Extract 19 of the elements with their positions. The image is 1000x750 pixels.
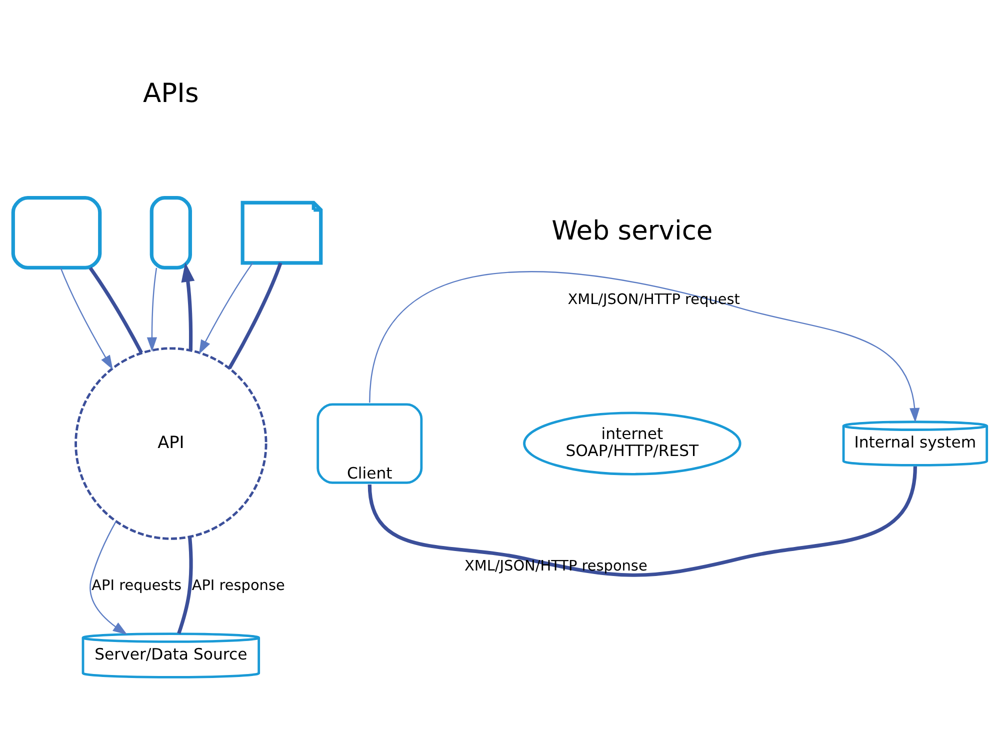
connector [177,536,193,634]
node-circle: API [74,346,268,540]
connector [88,266,143,353]
node-phone [150,196,192,270]
arrow [90,520,128,634]
node-computer [11,196,102,270]
arrow [146,267,158,352]
connector [228,262,282,369]
label: APIs [143,78,199,109]
arrow [181,262,195,350]
arrow [60,267,113,370]
arrow [369,270,920,422]
node-box: Client [316,402,423,484]
arrow [198,262,254,354]
edge-label: API requests [92,577,182,594]
label: Web service [552,215,713,246]
connector [368,466,917,576]
node-ellipse: internet SOAP/HTTP/REST [523,411,742,475]
edge-label: API response [192,577,285,594]
